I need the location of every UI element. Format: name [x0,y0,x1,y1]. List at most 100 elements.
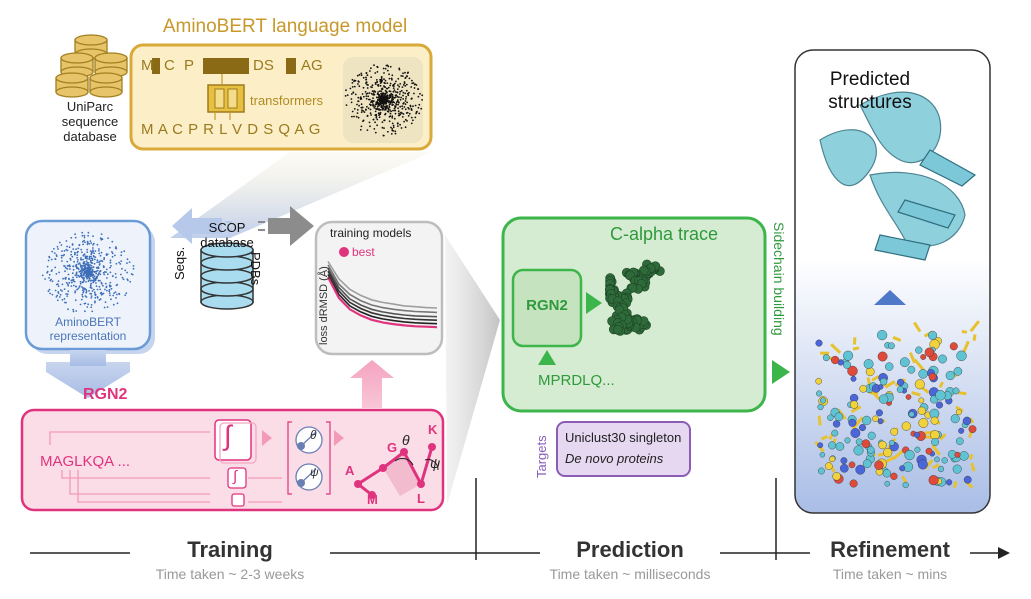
embedding-point [60,254,63,257]
embedding-point [92,244,94,246]
embedding-point [67,284,70,287]
uniparc-line: sequence [61,114,119,129]
embedding-point [366,83,368,86]
embedding-point [101,293,104,296]
embedding-point [85,291,88,294]
embedding-point [390,110,392,113]
embedding-point [400,75,403,77]
embedding-point [369,108,372,111]
embedding-point [391,115,394,118]
atom [816,390,823,397]
embedding-point [410,122,413,125]
embedding-point [88,242,91,245]
embedding-point [384,86,387,88]
embedding-point [394,130,397,133]
embedding-point [352,91,355,94]
atom [877,418,884,425]
atom [815,339,823,347]
embedding-point [377,91,379,93]
embedding-point [122,278,125,281]
scop-line: SCOP [208,220,246,235]
aminobert-title: AminoBERT language model [162,16,408,37]
embedding-point [66,260,69,263]
embedding-point [48,256,51,259]
embedding-point [50,278,52,281]
embedding-point [63,250,66,252]
embedding-point [389,65,392,68]
embedding-point [365,108,367,111]
embedding-point [404,103,407,106]
representation-line: representation [49,329,127,343]
psi-unit [295,463,323,491]
embedding-point [394,91,397,93]
embedding-point [349,87,352,90]
arrow-sidechain [772,360,790,384]
embedding-point [121,276,124,279]
embedding-point [89,275,92,278]
embedding-point [376,108,378,111]
embedding-point [68,264,71,267]
embedding-point [115,246,117,248]
embedding-point [46,270,49,273]
atom [914,446,921,453]
embedding-point [81,281,84,283]
embedding-point [88,277,91,280]
atom [920,354,927,360]
embedding-point [375,113,378,116]
embedding-point [394,132,397,135]
embedding-point [404,118,407,121]
embedding-point [89,266,91,268]
atom [931,438,939,446]
embedding-point [401,116,404,118]
token: P [184,57,195,74]
embedding-point [41,274,44,277]
embedding-point [417,106,420,109]
embedding-point [115,276,117,279]
embedding-point [99,254,102,257]
token: C [164,57,175,74]
embedding-point [365,81,368,84]
embedding-point [398,85,401,88]
embedding-point [126,262,128,264]
embedding-point [397,114,400,117]
embedding-point [75,310,78,312]
embedding-point [106,273,109,276]
embedding-point [107,237,109,240]
embedding-point [47,259,50,262]
embedding-point [106,289,108,292]
embedding-point [86,261,89,264]
embedding-point [383,101,385,104]
embedding-point [389,115,392,118]
embedding-point [50,258,53,261]
atom [896,378,905,387]
embedding-point [377,112,380,115]
embedding-point [365,72,368,75]
embedding-point [58,241,61,244]
embedding-point [86,240,89,243]
embedding-point [126,278,129,281]
integral-block-large [214,419,252,461]
targets-item-denovo: De novo proteins [565,451,664,466]
arrow-rgn2-to-trace [586,292,602,314]
embedding-point [126,271,128,274]
embedding-point [397,101,400,103]
embedding-point [372,103,374,105]
atom [888,439,895,446]
embedding-point [55,273,58,275]
embedding-point [383,72,385,74]
embedding-point [382,92,384,95]
embedding-point [404,100,407,102]
embedding-point [99,298,102,300]
rgn2-sequence: MAGLKQA ... [40,453,131,470]
embedding-point [389,82,392,85]
sidechain-bond [939,433,947,441]
atom [955,409,962,416]
sidechain-bond [851,416,864,430]
sidechain-bond [884,380,896,389]
embedding-point [84,295,87,297]
atom [908,411,915,418]
embedding-point [369,125,371,128]
embedding-point [353,115,355,118]
embedding-point [360,96,362,98]
embedding-point [77,263,80,265]
